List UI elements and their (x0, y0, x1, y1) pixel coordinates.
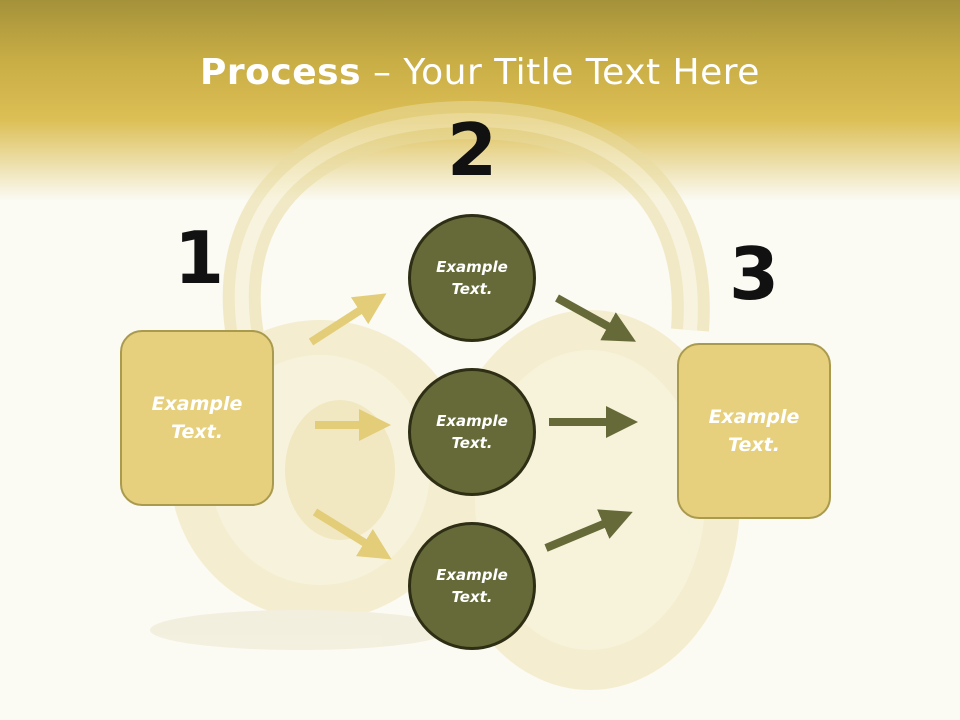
circle-top-line2: Text. (451, 280, 493, 298)
header-band (0, 0, 960, 200)
circle-top-line1: Example (436, 257, 508, 276)
step-number-2: 2 (446, 108, 498, 192)
title-bold: Process (200, 52, 362, 93)
circle-bottom-line2: Text. (451, 588, 493, 606)
right-box-line2: Text. (728, 434, 780, 456)
circle-middle-line2: Text. (451, 434, 493, 452)
left-box-line2: Text. (171, 421, 223, 443)
title-rest: – Your Title Text Here (361, 52, 760, 93)
circle-middle-line1: Example (436, 411, 508, 430)
left-box-line1: Example (151, 392, 243, 415)
right-box-line1: Example (708, 405, 800, 428)
circle-bottom-line1: Example (436, 565, 508, 584)
step-number-3: 3 (728, 232, 780, 316)
step-number-1: 1 (173, 216, 225, 300)
page-title: Process – Your Title Text Here (0, 52, 960, 93)
